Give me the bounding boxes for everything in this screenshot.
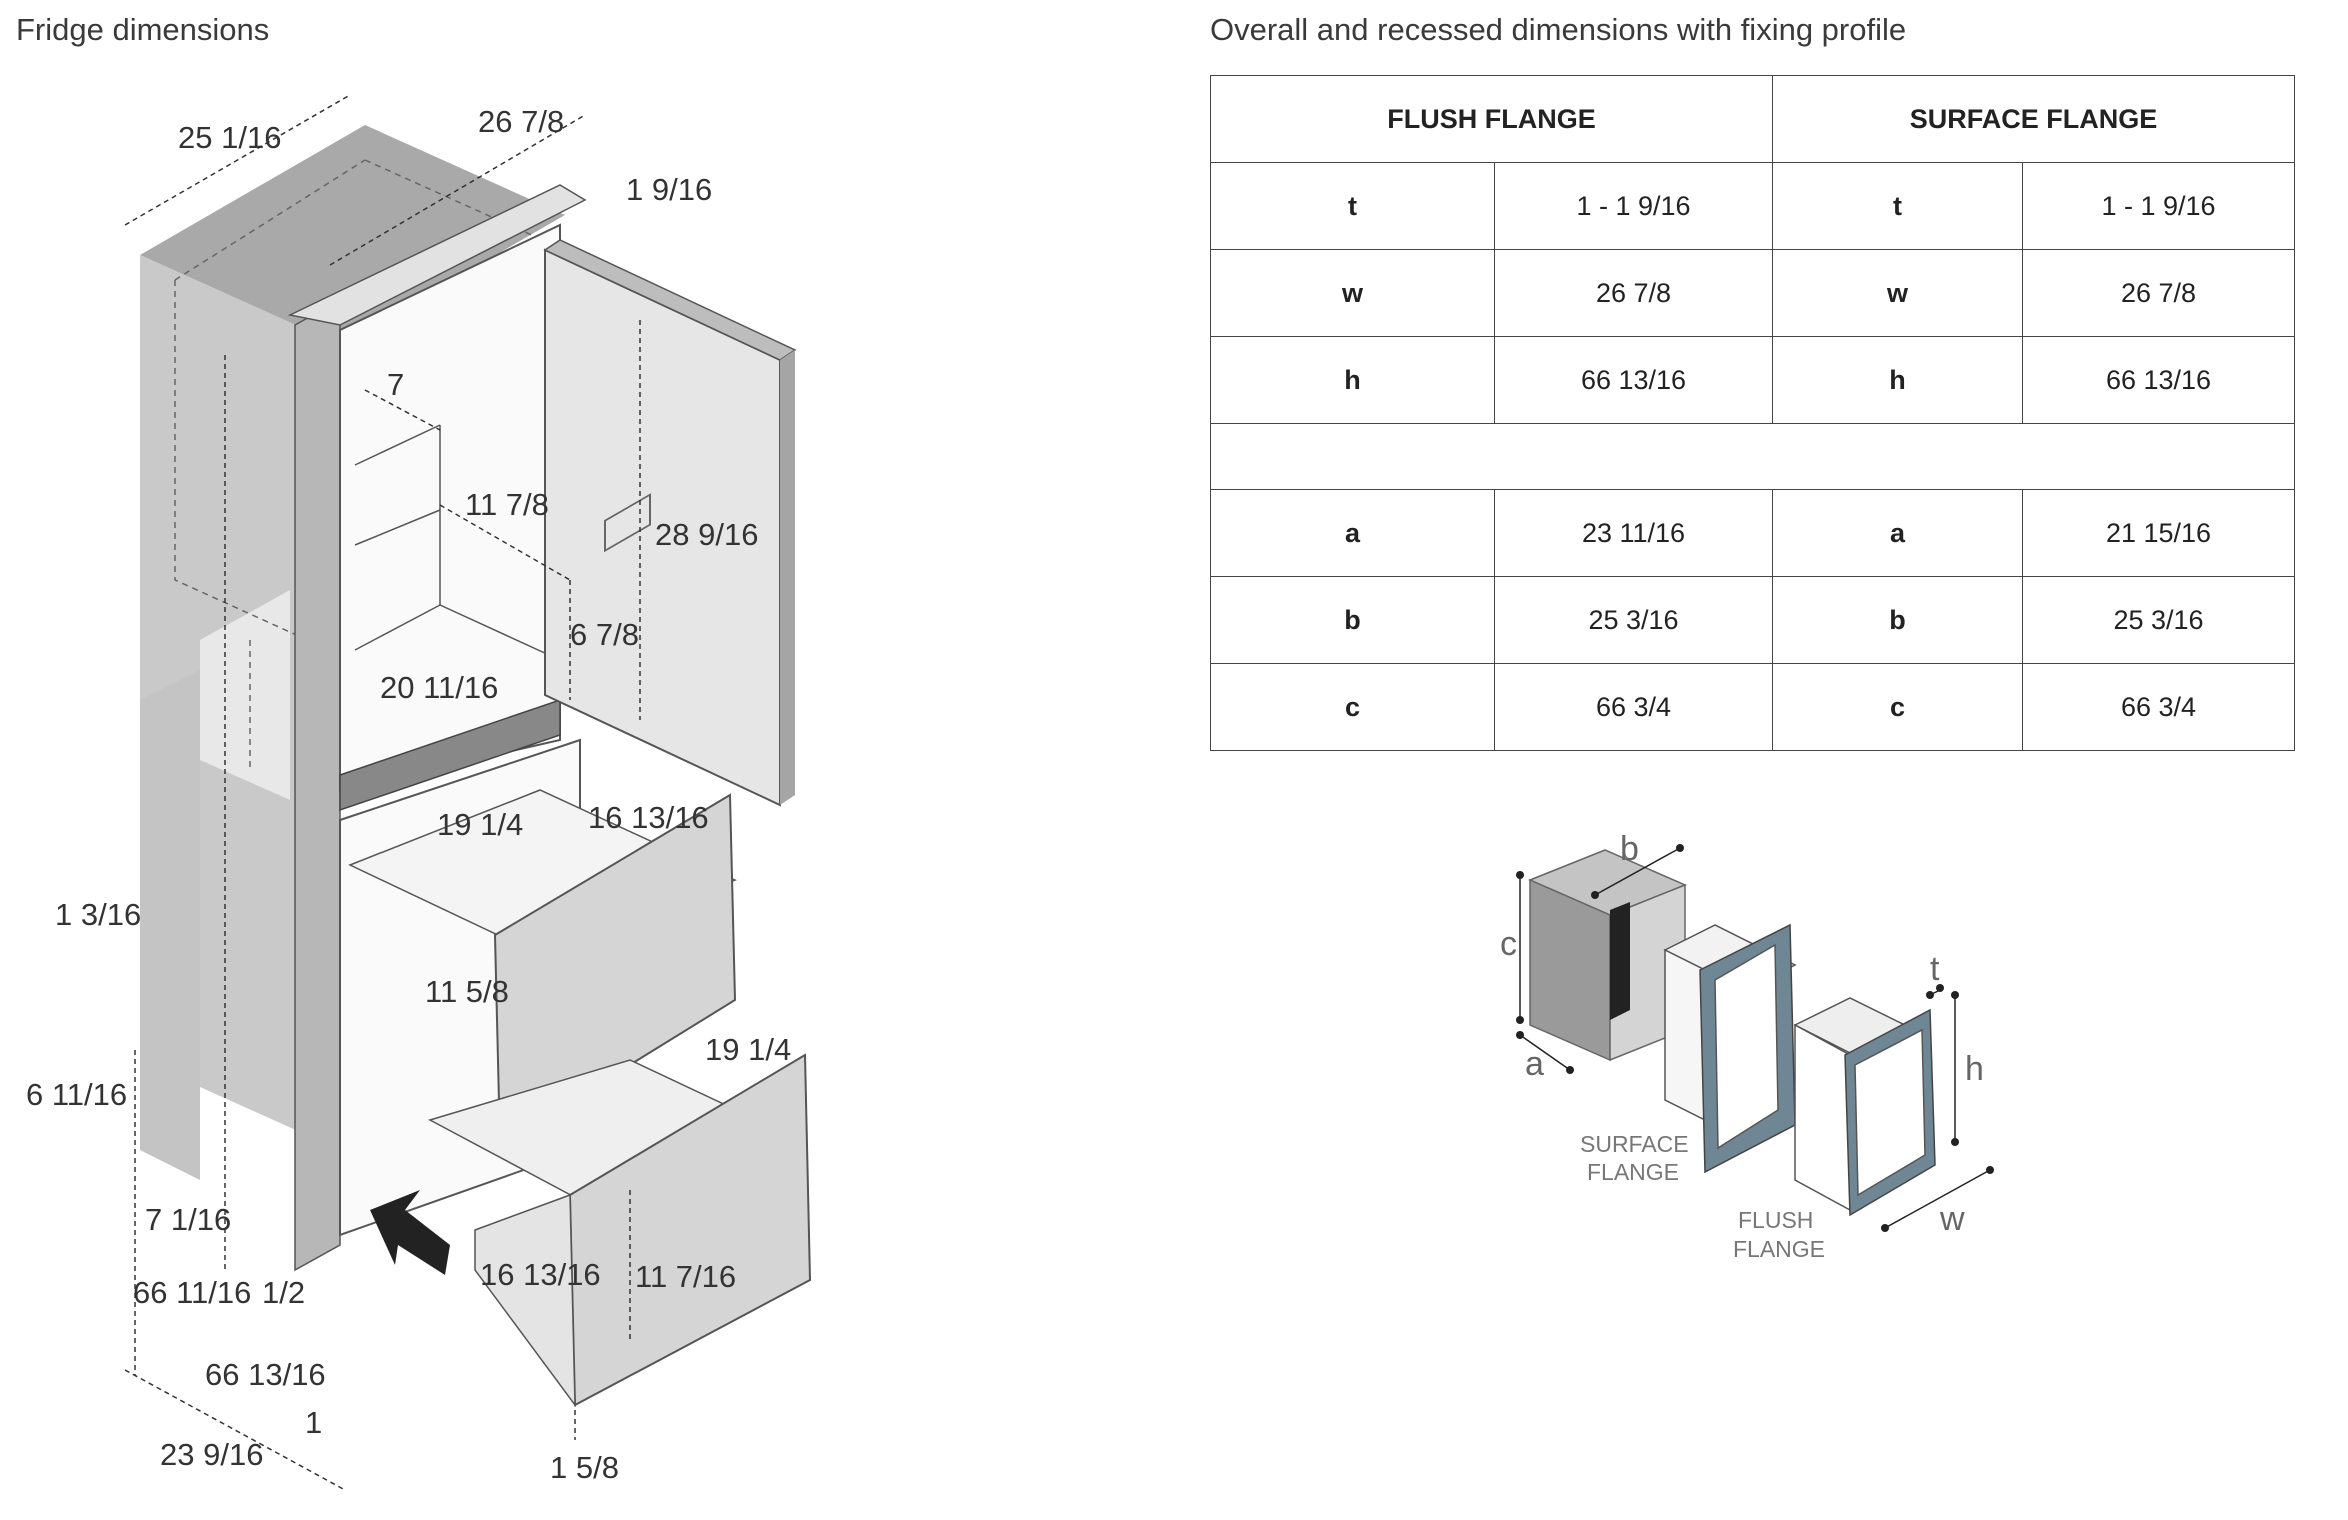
dim-16-13-16-top: 16 13/16 — [588, 800, 709, 835]
dim-6-11-16: 6 11/16 — [26, 1077, 127, 1112]
recess-opening — [1610, 902, 1630, 1020]
flush-key: c — [1210, 663, 1495, 751]
letter-a: a — [1525, 1045, 1544, 1083]
flush-key: t — [1210, 162, 1495, 250]
dimension-lines — [124, 94, 641, 1491]
surface-value: 21 15/16 — [2021, 489, 2296, 577]
dimensions-table: FLUSH FLANGE SURFACE FLANGE t 1 - 1 9/16… — [1209, 75, 2296, 751]
dim-1: 1 — [305, 1405, 322, 1440]
dim-26-7-8: 26 7/8 — [478, 104, 564, 139]
table-row: w 26 7/8 w 26 7/8 — [1210, 249, 2296, 337]
interior-shelves — [354, 424, 561, 661]
table-row: t 1 - 1 9/16 t 1 - 1 9/16 — [1210, 162, 2296, 250]
dim-1-5-8: 1 5/8 — [550, 1450, 619, 1485]
dim-11-5-8: 11 5/8 — [425, 974, 509, 1009]
dim-28-9-16: 28 9/16 — [655, 517, 758, 552]
surface-value: 66 13/16 — [2021, 336, 2296, 424]
dim-1-2: 1/2 — [262, 1275, 305, 1310]
flush-value: 23 11/16 — [1494, 489, 1773, 577]
surface-value: 1 - 1 9/16 — [2021, 162, 2296, 250]
surface-value: 25 3/16 — [2021, 576, 2296, 664]
top-trim — [287, 184, 587, 326]
cabinet-notch — [200, 590, 290, 800]
dim-66-11-16: 66 11/16 — [133, 1275, 251, 1310]
dim-16-13-16-low: 16 13/16 — [480, 1257, 601, 1292]
dim-66-13-16: 66 13/16 — [205, 1357, 326, 1392]
header-surface-flange: SURFACE FLANGE — [1771, 75, 2296, 163]
recess-dim-dots — [1516, 844, 1684, 1074]
drawer2-bin — [474, 1193, 576, 1408]
recess-dim-lines — [1519, 847, 1681, 1071]
dim-1-9-16: 1 9/16 — [626, 172, 712, 207]
surface-value: 66 3/4 — [2021, 663, 2296, 751]
flush-label-1: FLUSH — [1738, 1207, 1813, 1233]
flush-key: h — [1210, 336, 1495, 424]
letter-h: h — [1965, 1050, 1984, 1088]
surface-flange-panel — [1714, 943, 1779, 1150]
vent-grille — [339, 698, 561, 812]
flush-flange-panel — [1854, 1028, 1926, 1197]
letter-b: b — [1620, 830, 1639, 868]
flush-value: 66 13/16 — [1494, 336, 1773, 424]
dim-6-7-8: 6 7/8 — [570, 617, 639, 652]
flush-key: b — [1210, 576, 1495, 664]
insert-arrow — [370, 1190, 450, 1275]
header-flush-flange: FLUSH FLANGE — [1210, 75, 1773, 163]
table-row: a 23 11/16 a 21 15/16 — [1210, 489, 2296, 577]
flush-dim-dots — [1881, 984, 1994, 1232]
dim-20-11-16: 20 11/16 — [380, 670, 498, 705]
right-title: Overall and recessed dimensions with fix… — [1210, 12, 1907, 47]
drawer1-front — [493, 793, 737, 1147]
flush-key: a — [1210, 489, 1495, 577]
surface-flange-left — [1664, 948, 1706, 1122]
dim-19-1-4-low: 19 1/4 — [705, 1032, 791, 1067]
surface-key: c — [1772, 663, 2023, 751]
dim-7: 7 — [387, 367, 404, 402]
flush-value: 26 7/8 — [1494, 249, 1773, 337]
upper-door-side — [780, 350, 795, 805]
dim-19-1-4-top: 19 1/4 — [437, 807, 523, 842]
table-row: b 25 3/16 b 25 3/16 — [1210, 576, 2296, 664]
dim-1-3-16: 1 3/16 — [55, 897, 141, 932]
surface-key: w — [1772, 249, 2023, 337]
fridge-side — [294, 298, 341, 1272]
surface-key: h — [1772, 336, 2023, 424]
flush-key: w — [1210, 249, 1495, 337]
letter-w: w — [1939, 1200, 1965, 1238]
flush-value: 25 3/16 — [1494, 576, 1773, 664]
letter-c: c — [1500, 925, 1517, 963]
surface-label-2: FLANGE — [1587, 1159, 1679, 1185]
surface-label-1: SURFACE — [1580, 1131, 1689, 1157]
cabinet-lower-left — [140, 670, 200, 1180]
letter-t: t — [1930, 950, 1940, 988]
flush-flange-left — [1794, 1023, 1851, 1212]
dim-11-7-16: 11 7/16 — [635, 1259, 736, 1294]
dim-23-9-16: 23 9/16 — [160, 1437, 263, 1472]
table-row: h 66 13/16 h 66 13/16 — [1210, 336, 2296, 424]
fridge-interior — [339, 223, 561, 792]
left-title: Fridge dimensions — [16, 12, 270, 47]
surface-key: t — [1772, 162, 2023, 250]
table-row: c 66 3/4 c 66 3/4 — [1210, 663, 2296, 751]
dim-11-7-8: 11 7/8 — [465, 487, 549, 522]
flush-label-2: FLANGE — [1733, 1236, 1825, 1262]
surface-value: 26 7/8 — [2021, 249, 2296, 337]
surface-key: a — [1772, 489, 2023, 577]
drawer1-handle — [604, 493, 651, 553]
flush-value: 66 3/4 — [1494, 663, 1773, 751]
cabinet-dashes — [174, 159, 566, 770]
table-spacer-row — [1209, 423, 2296, 490]
cabinet-top-face — [140, 125, 565, 345]
flush-value: 1 - 1 9/16 — [1494, 162, 1773, 250]
flange-diagram: b c a SURFACE FLANGE t h w FLUSH FLANGE — [1500, 830, 1994, 1262]
surface-key: b — [1772, 576, 2023, 664]
dim-25-1-16: 25 1/16 — [178, 120, 281, 155]
fridge-drawing: 25 1/16 26 7/8 1 9/16 7 11 7/8 28 9/16 6… — [26, 94, 812, 1491]
dim-7-1-16: 7 1/16 — [145, 1202, 231, 1237]
